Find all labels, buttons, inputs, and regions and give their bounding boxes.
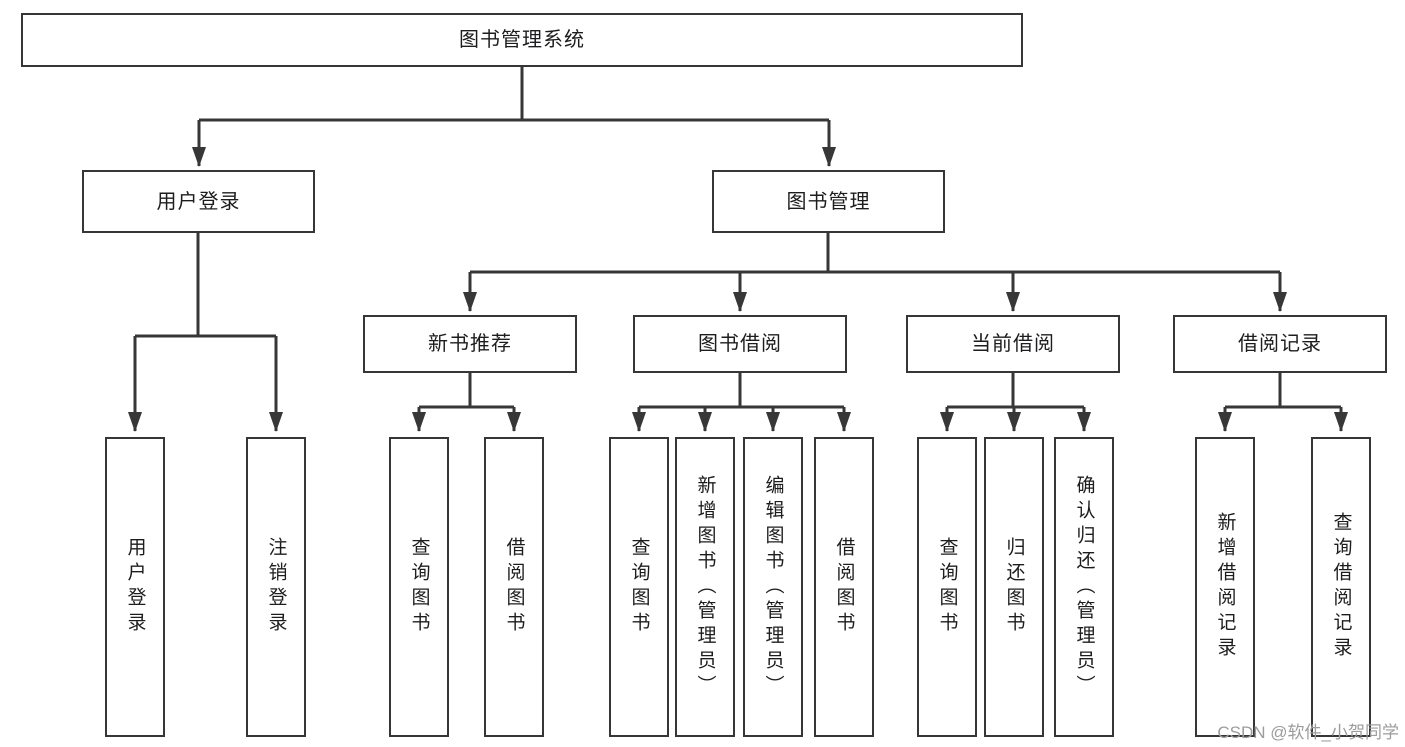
node-label: 图书管理 [786, 190, 871, 213]
node-label: 当前借阅 [971, 333, 1055, 355]
leaf-query-books-3: 查询图书 [917, 437, 977, 737]
leaf-label: 查询图书 [628, 537, 650, 637]
node-new-book-recommend: 新书推荐 [363, 315, 577, 373]
leaf-user-login: 用户登录 [105, 437, 165, 737]
node-root-system: 图书管理系统 [21, 13, 1023, 67]
leaf-add-borrow-record: 新增借阅记录 [1195, 437, 1255, 737]
leaf-confirm-return-admin: 确认归还（管理员） [1054, 437, 1114, 737]
node-book-borrow: 图书借阅 [633, 315, 847, 373]
leaf-label: 查询借阅记录 [1330, 512, 1352, 662]
node-label: 图书借阅 [698, 333, 782, 355]
node-label: 图书管理系统 [459, 29, 585, 51]
leaf-label: 借阅图书 [503, 537, 525, 637]
leaf-logout: 注销登录 [246, 437, 306, 737]
leaf-borrow-books-1: 借阅图书 [484, 437, 544, 737]
node-user-login: 用户登录 [82, 170, 315, 233]
leaf-label: 编辑图书（管理员） [762, 474, 784, 700]
leaf-query-books-2: 查询图书 [609, 437, 669, 737]
csdn-watermark: CSDN @软件_小贺同学 [1217, 723, 1399, 742]
leaf-query-borrow-record: 查询借阅记录 [1311, 437, 1371, 737]
node-label: 用户登录 [156, 190, 241, 213]
leaf-label: 借阅图书 [833, 537, 855, 637]
node-book-management: 图书管理 [712, 170, 945, 233]
leaf-label: 用户登录 [124, 537, 146, 637]
leaf-label: 新增图书（管理员） [694, 474, 716, 700]
leaf-label: 查询图书 [936, 537, 958, 637]
leaf-label: 新增借阅记录 [1214, 512, 1236, 662]
node-label: 新书推荐 [428, 333, 512, 355]
node-borrow-records: 借阅记录 [1173, 315, 1387, 373]
leaf-label: 查询图书 [408, 537, 430, 637]
node-current-borrow: 当前借阅 [906, 315, 1120, 373]
leaf-add-books-admin: 新增图书（管理员） [675, 437, 735, 737]
leaf-query-books-1: 查询图书 [389, 437, 449, 737]
leaf-return-books: 归还图书 [984, 437, 1044, 737]
leaf-label: 归还图书 [1003, 537, 1025, 637]
leaf-borrow-books-2: 借阅图书 [814, 437, 874, 737]
node-label: 借阅记录 [1238, 333, 1322, 355]
leaf-edit-books-admin: 编辑图书（管理员） [743, 437, 803, 737]
leaf-label: 确认归还（管理员） [1073, 474, 1095, 700]
leaf-label: 注销登录 [265, 537, 287, 637]
